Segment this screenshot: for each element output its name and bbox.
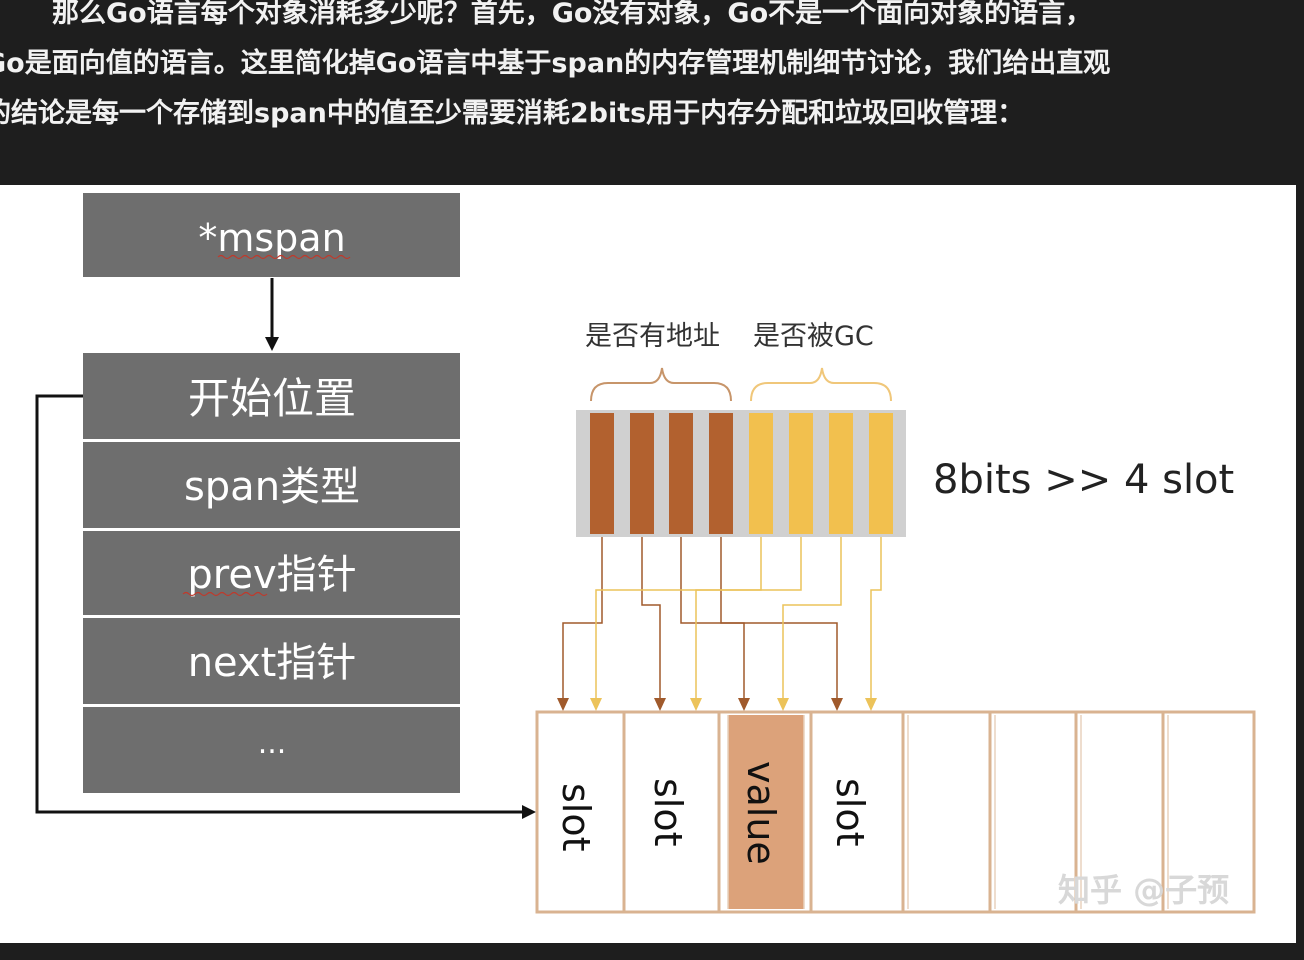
- article-text: 那么Go语言每个对象消耗多少呢？首先，Go没有对象，Go不是一个面向对象的语言，…: [0, 0, 1304, 185]
- field-start-box: [83, 353, 460, 439]
- mspan-struct: 开始位置 span类型 prev指针 next指针 ...: [83, 353, 460, 793]
- gc-bit: [749, 413, 773, 534]
- page-bottom: [0, 943, 1304, 960]
- spellcheck-underline: [182, 591, 268, 597]
- address-bit-arrowheads: [557, 698, 843, 711]
- slot-row: slot slot value slot: [535, 710, 1256, 914]
- span-memory-diagram: *mspan 开始位置 span类型 prev指针 next指针 ... 是否有…: [0, 185, 1296, 943]
- slot-label: slot: [646, 778, 690, 847]
- field-span-type-label: span类型: [184, 464, 360, 510]
- value-label: value: [739, 761, 783, 865]
- field-ellipsis-label: ...: [258, 726, 287, 761]
- spellcheck-underline: [217, 254, 351, 260]
- gc-bits-label: 是否被GC: [753, 321, 874, 352]
- watermark: 知乎 @子预: [1058, 871, 1229, 909]
- gc-bit: [789, 413, 813, 534]
- mspan-box: *mspan: [83, 193, 460, 277]
- slot-label: slot: [828, 778, 872, 847]
- pointer-arrowhead: [265, 337, 279, 351]
- value-slot-fill: [728, 715, 804, 909]
- field-ellipsis-box: [83, 707, 460, 793]
- address-bit: [669, 413, 693, 534]
- gc-bit: [829, 413, 853, 534]
- slot-row-frame: [535, 710, 1256, 914]
- field-prev-label: prev指针: [187, 552, 356, 598]
- paragraph-line-2: Go是面向值的语言。这里简化掉Go语言中基于span的内存管理机制细节讨论，我们…: [0, 48, 1111, 79]
- diagram-svg: *mspan 开始位置 span类型 prev指针 next指针 ... 是否有…: [35, 193, 1256, 914]
- field-prev-box: [83, 531, 460, 615]
- address-bit-connectors: [562, 537, 838, 700]
- page-gutter: [1296, 185, 1304, 943]
- field-start-label: 开始位置: [188, 374, 356, 423]
- gc-bit-arrowheads: [590, 698, 877, 711]
- gc-bits-brace: [750, 367, 892, 402]
- address-bit: [590, 413, 614, 534]
- mspan-label: *mspan: [198, 216, 345, 260]
- bitmap-background: [576, 410, 906, 537]
- bitmap: [576, 410, 906, 537]
- field-next-label: next指针: [188, 640, 357, 686]
- address-bit: [630, 413, 654, 534]
- start-position-arrowhead: [522, 805, 536, 819]
- address-bits-label: 是否有地址: [585, 321, 720, 352]
- field-next-box: [83, 618, 460, 704]
- bits-per-slot-note: 8bits >> 4 slot: [933, 457, 1234, 503]
- gc-bit-connectors: [595, 537, 882, 700]
- paragraph-line-3: 的结论是每一个存储到span中的值至少需要消耗2bits用于内存分配和垃圾回收管…: [0, 98, 1025, 129]
- address-bits-brace: [590, 367, 732, 402]
- paragraph-line-1: 那么Go语言每个对象消耗多少呢？首先，Go没有对象，Go不是一个面向对象的语言，: [52, 0, 1093, 29]
- gc-bit: [869, 413, 893, 534]
- address-bit: [709, 413, 733, 534]
- start-position-pointer: [35, 394, 525, 814]
- slot-label: slot: [554, 783, 598, 852]
- field-span-type-box: [83, 442, 460, 528]
